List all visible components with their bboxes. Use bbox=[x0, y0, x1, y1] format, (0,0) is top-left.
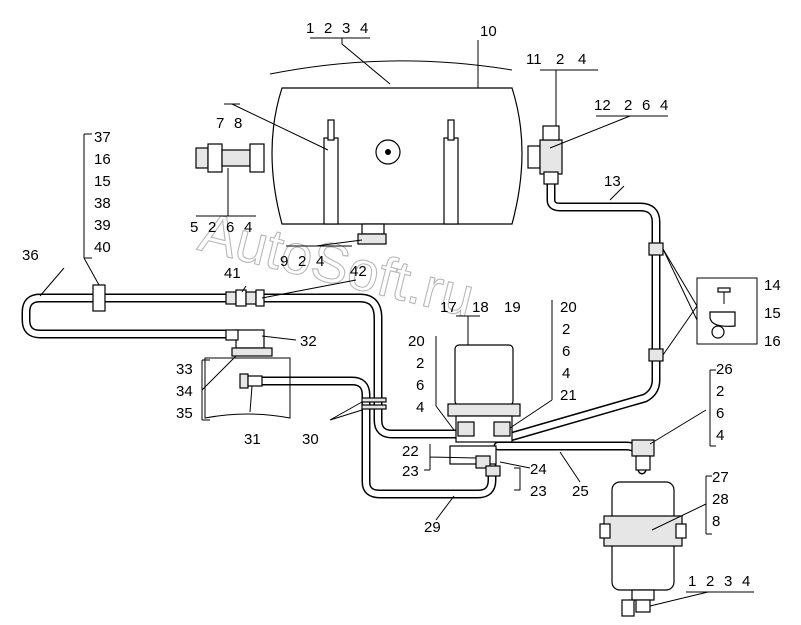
callout-10: 10 bbox=[480, 23, 497, 40]
callout-12: 12 bbox=[594, 97, 611, 114]
filter-canister-icon bbox=[599, 439, 687, 617]
callout-11: 11 bbox=[526, 51, 542, 68]
callout-5: 5 bbox=[190, 219, 198, 236]
callout-4: 4 bbox=[578, 51, 586, 68]
callout-29: 29 bbox=[424, 519, 441, 536]
callout-36: 36 bbox=[22, 247, 39, 264]
callout-3: 3 bbox=[724, 573, 732, 590]
callout-37: 37 bbox=[94, 129, 111, 146]
callout-38: 38 bbox=[94, 195, 111, 212]
callout-23: 23 bbox=[530, 483, 547, 500]
callout-15: 15 bbox=[764, 305, 781, 322]
callout-39: 39 bbox=[94, 217, 111, 234]
callout-6: 6 bbox=[716, 405, 724, 422]
callout-4: 4 bbox=[716, 427, 724, 444]
callout-8: 8 bbox=[712, 513, 720, 530]
callout-33: 33 bbox=[176, 361, 193, 378]
callout-6: 6 bbox=[226, 219, 234, 236]
leader-lines bbox=[39, 37, 754, 607]
callout-2: 2 bbox=[208, 219, 216, 236]
fastener-detail-box bbox=[662, 248, 758, 356]
callout-2: 2 bbox=[716, 383, 724, 400]
callout-4: 4 bbox=[416, 399, 424, 416]
callout-1: 1 bbox=[306, 20, 314, 37]
callout-19: 19 bbox=[504, 299, 521, 316]
callout-2: 2 bbox=[298, 253, 306, 270]
pipe-lines bbox=[21, 178, 661, 499]
callout-7: 7 bbox=[216, 115, 224, 132]
callout-40: 40 bbox=[94, 239, 111, 256]
callout-41: 41 bbox=[224, 265, 241, 282]
callout-4: 4 bbox=[742, 573, 750, 590]
callout-28: 28 bbox=[712, 491, 729, 508]
drain-valve-icon bbox=[204, 329, 291, 419]
callout-2: 2 bbox=[556, 51, 564, 68]
callout-labels: 1 2 3 4 10 11 2 4 12 2 6 4 13 7 8 5 2 6 … bbox=[22, 20, 781, 590]
callout-13: 13 bbox=[604, 173, 621, 190]
callout-32: 32 bbox=[300, 333, 317, 350]
callout-25: 25 bbox=[572, 483, 589, 500]
callout-26: 26 bbox=[716, 361, 733, 378]
callout-31: 31 bbox=[244, 431, 261, 448]
callout-22: 22 bbox=[402, 443, 419, 460]
callout-4: 4 bbox=[316, 253, 324, 270]
callout-2: 2 bbox=[624, 97, 632, 114]
callout-4: 4 bbox=[360, 20, 368, 37]
callout-27: 27 bbox=[712, 469, 729, 486]
callout-4: 4 bbox=[660, 97, 668, 114]
callout-14: 14 bbox=[764, 277, 781, 294]
callout-23: 23 bbox=[402, 463, 419, 480]
callout-34: 34 bbox=[176, 383, 193, 400]
callout-2: 2 bbox=[416, 355, 424, 372]
callout-3: 3 bbox=[342, 20, 350, 37]
moisture-separator-icon bbox=[447, 344, 521, 477]
callout-16: 16 bbox=[94, 151, 111, 168]
callout-42: 42 bbox=[350, 263, 367, 280]
callout-21: 21 bbox=[560, 387, 577, 404]
callout-2: 2 bbox=[562, 321, 570, 338]
callout-6: 6 bbox=[416, 377, 424, 394]
callout-16: 16 bbox=[764, 333, 781, 350]
callout-18: 18 bbox=[472, 299, 489, 316]
callout-6: 6 bbox=[562, 343, 570, 360]
callout-1: 1 bbox=[688, 573, 696, 590]
callout-6: 6 bbox=[642, 97, 650, 114]
callout-20: 20 bbox=[408, 333, 425, 350]
callout-24: 24 bbox=[530, 461, 547, 478]
callout-4: 4 bbox=[244, 219, 252, 236]
callout-20: 20 bbox=[560, 299, 577, 316]
callout-8: 8 bbox=[234, 115, 242, 132]
callout-9: 9 bbox=[280, 253, 288, 270]
air-receiver-tank-icon bbox=[195, 60, 563, 245]
coupling-41-42 bbox=[225, 289, 265, 307]
callout-4: 4 bbox=[562, 365, 570, 382]
callout-35: 35 bbox=[176, 405, 193, 422]
callout-17: 17 bbox=[440, 299, 457, 316]
callout-30: 30 bbox=[302, 431, 319, 448]
callout-2: 2 bbox=[706, 573, 714, 590]
callout-15: 15 bbox=[94, 173, 111, 190]
callout-2: 2 bbox=[324, 20, 332, 37]
